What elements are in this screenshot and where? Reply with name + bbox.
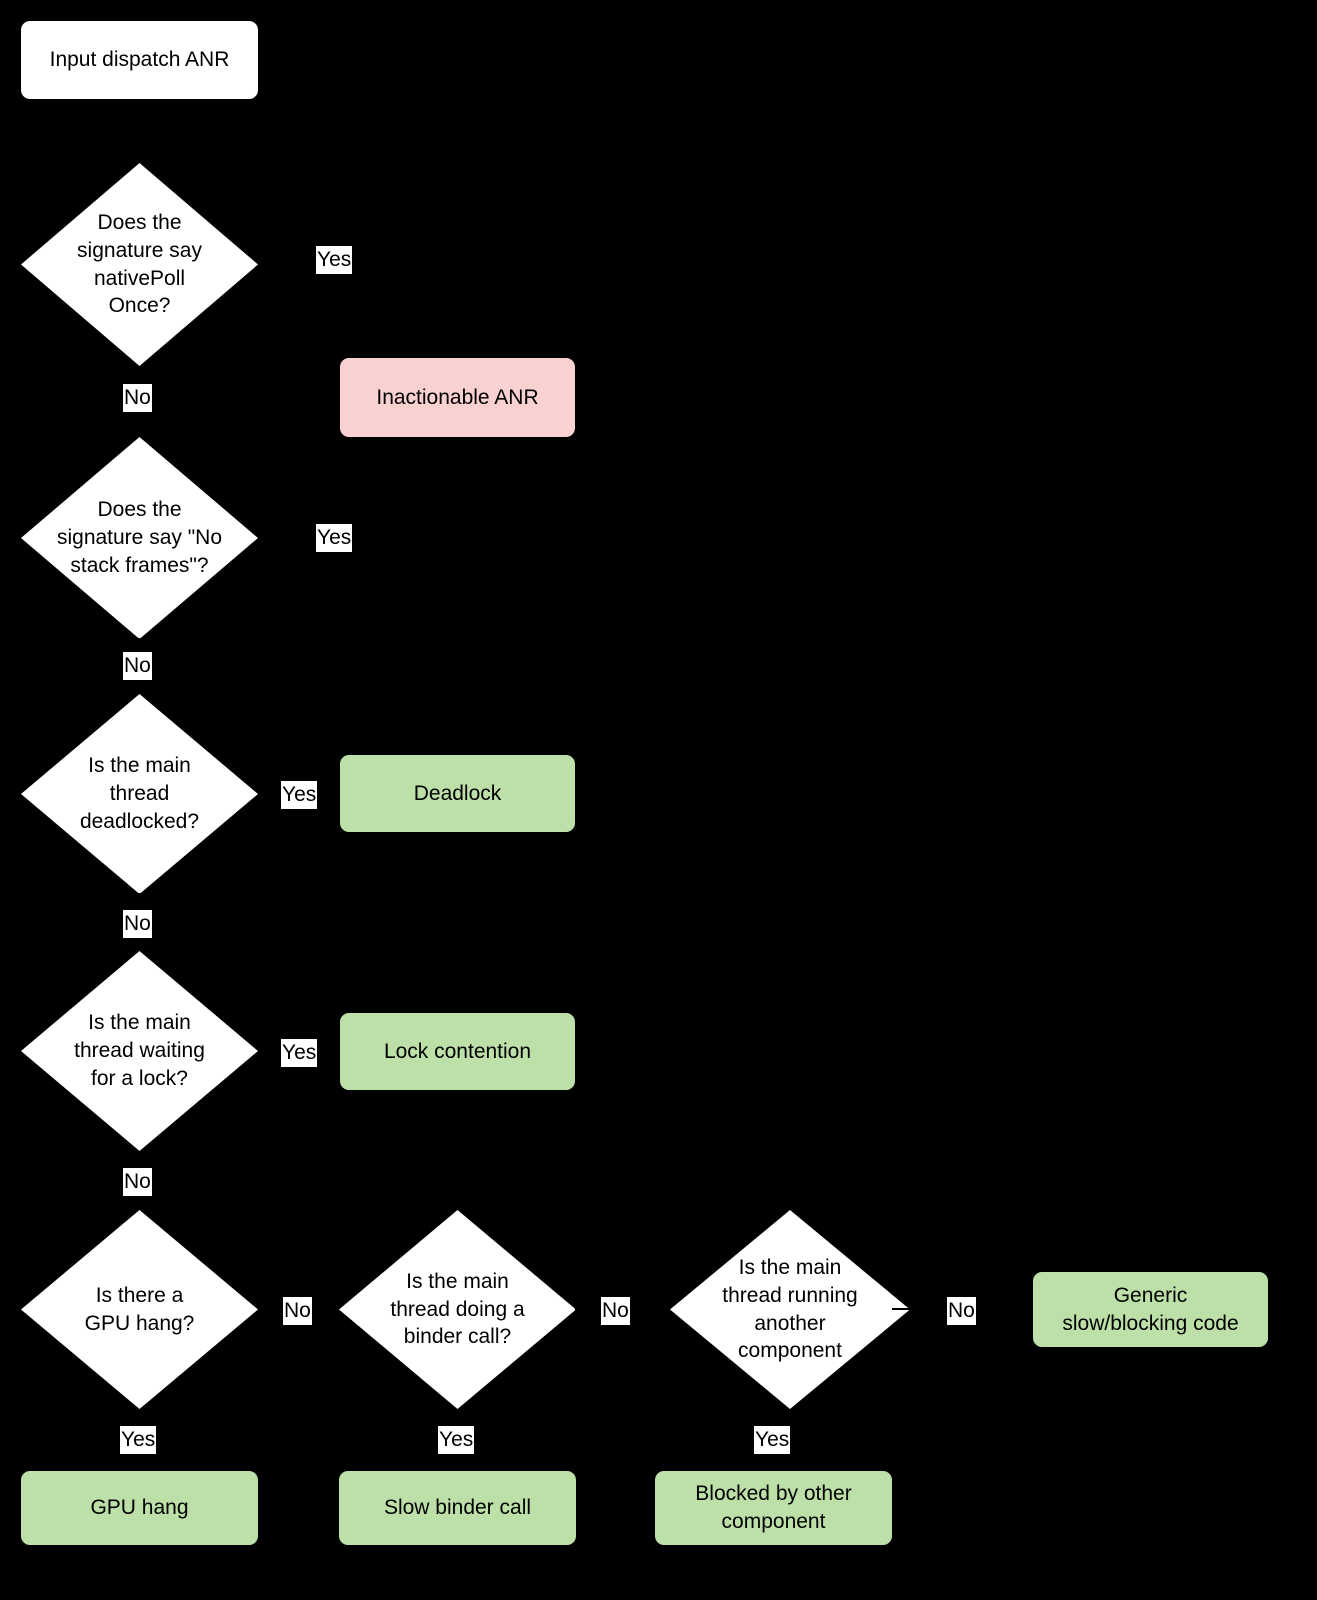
node-label: Slow binder call	[383, 1496, 532, 1520]
node-slow-binder-call[interactable]: Slow binder call	[339, 1471, 576, 1545]
node-label: Blocked by other component	[695, 1482, 852, 1533]
node-label: Is there a GPU hang?	[84, 1283, 195, 1335]
edge-label-component-yes: Yes	[754, 1426, 791, 1454]
node-label: Generic slow/blocking code	[1062, 1283, 1239, 1335]
node-deadlock[interactable]: Deadlock	[340, 755, 575, 832]
edge-label-lock-no: No	[123, 1168, 152, 1196]
node-label: Input dispatch ANR	[49, 48, 230, 72]
node-question-nativepolloce[interactable]: Does the signature say nativePoll Once?	[21, 163, 258, 366]
node-label: Deadlock	[413, 781, 502, 805]
node-question-another-component[interactable]: Is the main thread running another compo…	[670, 1210, 910, 1409]
node-generic-slow-blocking-code[interactable]: Generic slow/blocking code	[1033, 1272, 1268, 1347]
node-label: Lock contention	[383, 1039, 532, 1063]
node-label: Is the main thread running another compo…	[722, 1255, 858, 1363]
node-question-binder-call[interactable]: Is the main thread doing a binder call?	[339, 1210, 576, 1409]
edge-label-nativepoll-no: No	[123, 384, 152, 412]
node-lock-contention[interactable]: Lock contention	[340, 1013, 575, 1090]
edge-label-noframes-no: No	[123, 652, 152, 680]
edge-label-component-no: No	[947, 1297, 976, 1325]
node-label: GPU hang	[90, 1496, 189, 1520]
edge-label-gpu-no: No	[283, 1297, 312, 1325]
node-label: Is the main thread deadlocked?	[79, 754, 200, 833]
edge-label-nativepoll-yes: Yes	[316, 246, 353, 274]
node-question-no-stack-frames[interactable]: Does the signature say "No stack frames"…	[21, 437, 258, 639]
node-label: Does the signature say nativePoll Once?	[77, 210, 202, 318]
node-inactionable-anr[interactable]: Inactionable ANR	[340, 358, 575, 437]
node-gpu-hang[interactable]: GPU hang	[21, 1471, 258, 1545]
node-question-waiting-for-lock[interactable]: Is the main thread waiting for a lock?	[21, 951, 258, 1151]
edge-label-binder-yes: Yes	[438, 1426, 475, 1454]
node-question-deadlocked[interactable]: Is the main thread deadlocked?	[21, 694, 258, 894]
edge-label-lock-yes: Yes	[281, 1039, 318, 1067]
node-input-dispatch-anr[interactable]: Input dispatch ANR	[21, 21, 258, 99]
node-label: Is the main thread waiting for a lock?	[74, 1011, 205, 1090]
node-question-gpu-hang[interactable]: Is there a GPU hang?	[21, 1210, 258, 1409]
node-label: Is the main thread doing a binder call?	[390, 1269, 525, 1349]
edge-label-noframes-yes: Yes	[316, 524, 353, 552]
edge-label-deadlock-no: No	[123, 910, 152, 938]
node-label: Inactionable ANR	[376, 385, 539, 409]
node-blocked-by-other-component[interactable]: Blocked by other component	[655, 1471, 892, 1545]
edge-label-gpu-yes: Yes	[120, 1426, 157, 1454]
node-label: Does the signature say "No stack frames"…	[56, 498, 223, 577]
edge-label-deadlock-yes: Yes	[281, 781, 318, 809]
edge-label-binder-no: No	[601, 1297, 630, 1325]
